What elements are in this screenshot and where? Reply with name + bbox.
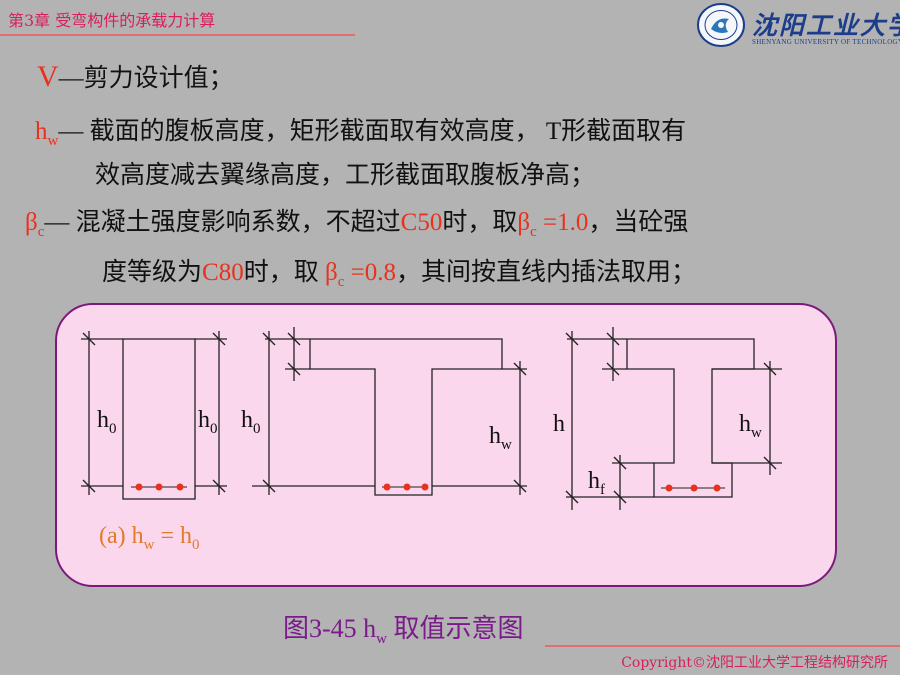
hw-diagram-panel: h0 h0 h0 hw h hw hf (a) hw = h0 bbox=[55, 303, 837, 587]
label-h0-t: h0 bbox=[241, 407, 261, 437]
line-bc-definition-1: βc— 混凝土强度影响系数，不超过C50时，取βc =1.0，当砼强 bbox=[25, 209, 689, 240]
line-bc-definition-2: 度等级为C80时，取 βc =0.8，其间按直线内插法取用； bbox=[102, 259, 696, 290]
logo-name: 沈阳工业大学 bbox=[752, 11, 900, 40]
bc-symbol: βc bbox=[25, 209, 45, 240]
label-hf-i: hf bbox=[588, 468, 605, 498]
line-hw-definition-1: hw— 截面的腹板高度，矩形截面取有效高度， T形截面取有 bbox=[35, 111, 686, 150]
caption-a: (a) hw = h0 bbox=[99, 523, 200, 553]
hw-text-1: — 截面的腹板高度，矩形截面取有效高度， T形截面取有 bbox=[58, 118, 687, 145]
v-text: —剪力设计值； bbox=[58, 65, 234, 92]
footer-copyright: Copyright©沈阳工业大学工程结构研究所 bbox=[621, 655, 888, 671]
c50-value: C50 bbox=[400, 209, 443, 236]
figure-caption: 图3-45 hw 取值示意图 bbox=[283, 614, 524, 648]
header-title: 第3章 受弯构件的承载力计算 bbox=[8, 11, 216, 30]
hw-cross-section-diagram bbox=[81, 327, 782, 510]
university-emblem-icon bbox=[697, 3, 745, 47]
c80-value: C80 bbox=[202, 259, 244, 286]
bc-equals-2: βc =0.8 bbox=[324, 259, 396, 290]
label-h0-rect-left: h0 bbox=[97, 407, 117, 437]
label-h0-rect-right: h0 bbox=[198, 407, 218, 437]
v-symbol: V bbox=[37, 60, 59, 93]
hw-symbol: hw bbox=[35, 118, 59, 149]
label-hw-t: hw bbox=[489, 423, 512, 453]
header-rule bbox=[0, 34, 355, 36]
line-hw-definition-2: 效高度减去翼缘高度，工形截面取腹板净高； bbox=[95, 162, 596, 189]
rect-section bbox=[122, 338, 196, 500]
line-v-definition: V—剪力设计值； bbox=[37, 58, 234, 94]
logo-english: SHENYANG UNIVERSITY OF TECHNOLOGY bbox=[752, 38, 900, 46]
t-section bbox=[309, 338, 503, 496]
i-section bbox=[626, 338, 755, 498]
label-h-i: h bbox=[553, 411, 565, 437]
bc-equals-1: βc =1.0 bbox=[517, 209, 589, 240]
footer-rule bbox=[545, 645, 900, 647]
label-hw-i: hw bbox=[739, 411, 762, 441]
reinforcement-bars bbox=[131, 483, 725, 492]
